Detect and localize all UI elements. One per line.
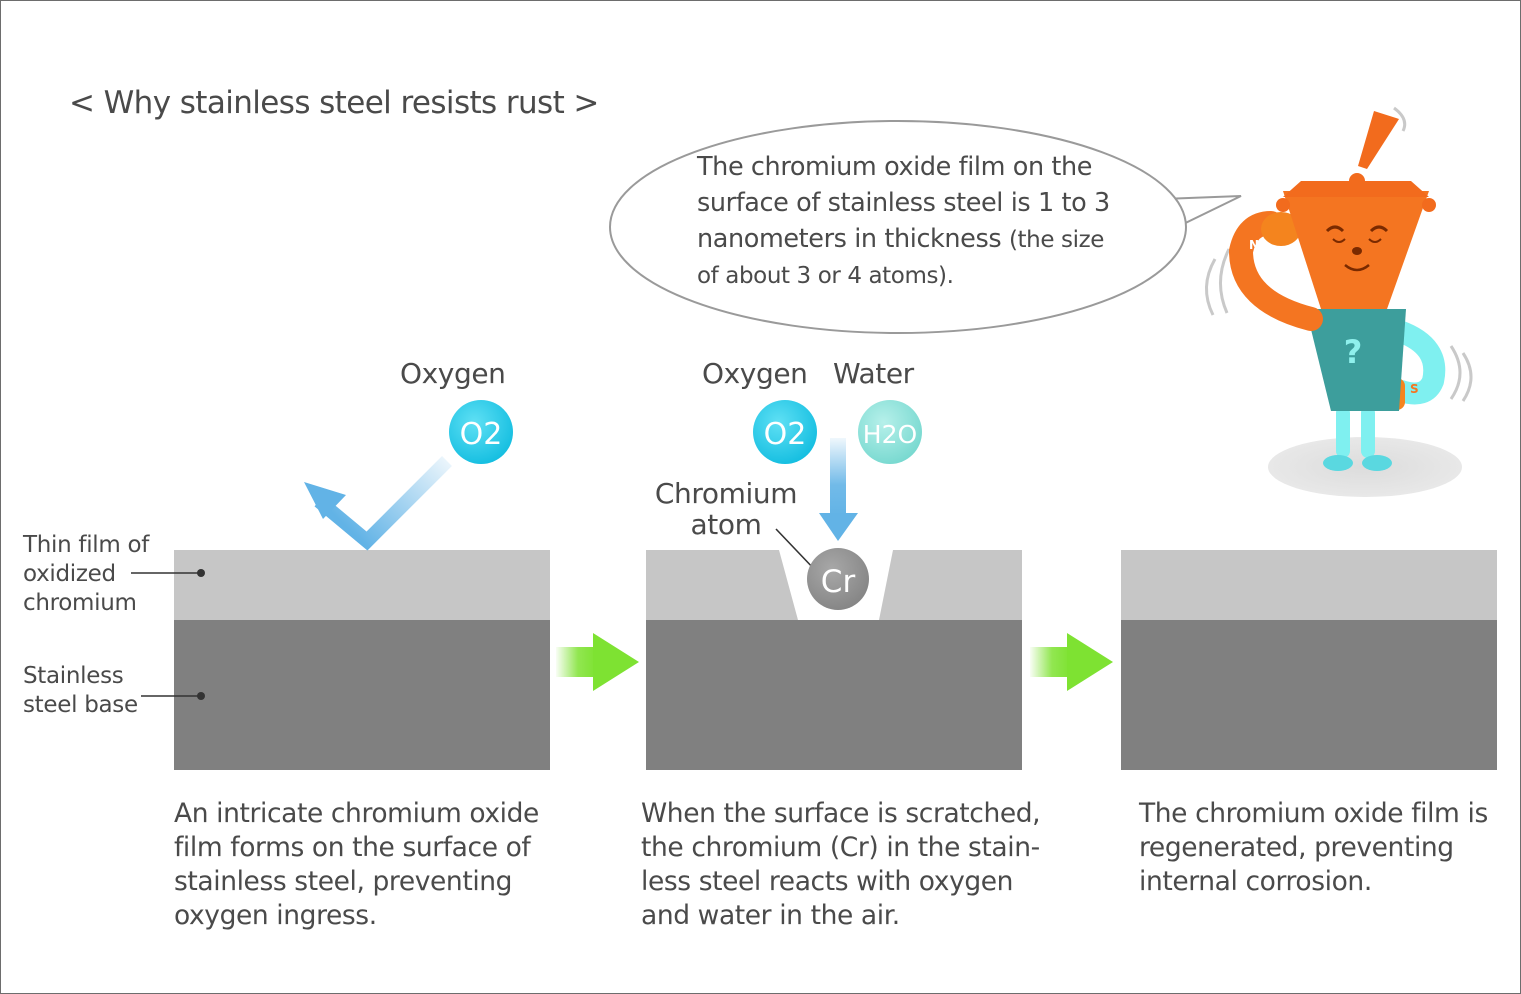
cr-label: Cr	[821, 564, 856, 600]
oxygen-down-arrow	[819, 438, 858, 541]
bubble-line-3-main: nanometers in thickness	[697, 224, 1002, 254]
mascot-character: S ? N	[1205, 106, 1473, 497]
panel-3-steel-base	[1121, 620, 1497, 770]
step-arrow-2	[1030, 633, 1113, 691]
o2-label-1: O2	[460, 417, 503, 452]
oxygen-molecule-1: O2	[449, 400, 513, 464]
caption-step-2: When the surface is scratched, the chrom…	[641, 798, 1041, 931]
h2o-label: H2O	[863, 420, 917, 449]
panel-2-scratched-film	[646, 550, 1022, 620]
exclamation-icon	[1358, 111, 1399, 169]
panel-2-block	[646, 550, 1022, 770]
bubble-line-4: of about 3 or 4 atoms).	[697, 263, 954, 289]
chromium-atom: Cr	[807, 548, 869, 610]
bubble-line-1: The chromium oxide film on the	[697, 152, 1093, 182]
panel-2-steel-base	[646, 620, 1022, 770]
panel-3-oxide-film	[1121, 550, 1497, 620]
bubble-line-3: nanometers in thickness (the size	[697, 221, 1137, 258]
mascot-shirt	[1306, 309, 1406, 411]
deflected-oxygen-arrow	[304, 456, 452, 551]
svg-text:N: N	[1249, 238, 1259, 252]
panel-3-block	[1121, 550, 1497, 770]
oxygen-label-1: Oxygen	[400, 357, 506, 390]
page-title: < Why stainless steel resists rust >	[69, 85, 599, 121]
bubble-line-3-paren: (the size	[1008, 227, 1104, 253]
steel-base-label: Stainless steel base	[23, 663, 138, 718]
speech-bubble	[609, 120, 1242, 334]
caption-step-3: The chromium oxide film is regenerated, …	[1139, 798, 1488, 897]
step-arrow-1	[556, 633, 639, 691]
water-molecule: H2O	[858, 400, 922, 464]
svg-text:?: ?	[1344, 333, 1363, 371]
speech-bubble-text: The chromium oxide film on the surface o…	[697, 149, 1137, 294]
thin-film-label: Thin film of oxidized chromium	[23, 532, 150, 616]
o2-label-2: O2	[764, 417, 807, 452]
panel-1-oxide-film	[174, 550, 550, 620]
caption-step-1: An intricate chromium oxide film forms o…	[174, 798, 539, 931]
oxygen-label-2: Oxygen	[702, 357, 808, 390]
bubble-line-2: surface of stainless steel is 1 to 3	[697, 188, 1110, 218]
oxygen-molecule-2: O2	[753, 400, 817, 464]
panel-1-steel-base	[174, 620, 550, 770]
chromium-atom-label: Chromium atom	[654, 477, 798, 541]
panel-1-block	[174, 550, 550, 770]
water-label: Water	[833, 357, 914, 390]
svg-text:S: S	[1410, 382, 1419, 396]
